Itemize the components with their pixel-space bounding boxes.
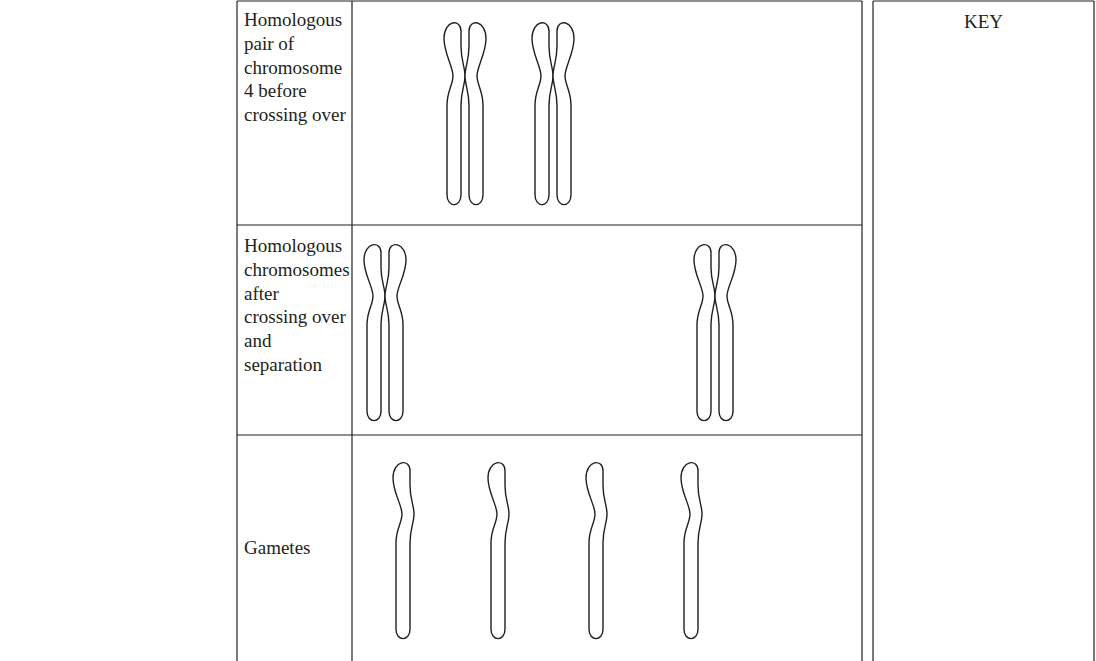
separated-chromosomes	[364, 245, 736, 421]
row-label: Homologous pair of chromosome 4 before c…	[241, 8, 349, 127]
table-grid	[237, 1, 1094, 661]
row-label: Gametes	[241, 536, 349, 560]
key-heading: KEY	[876, 10, 1091, 34]
chromosome-pair	[444, 23, 574, 205]
gamete-chromatids	[393, 463, 702, 639]
row-label: Homologous chromosomes after crossing ov…	[241, 234, 349, 377]
